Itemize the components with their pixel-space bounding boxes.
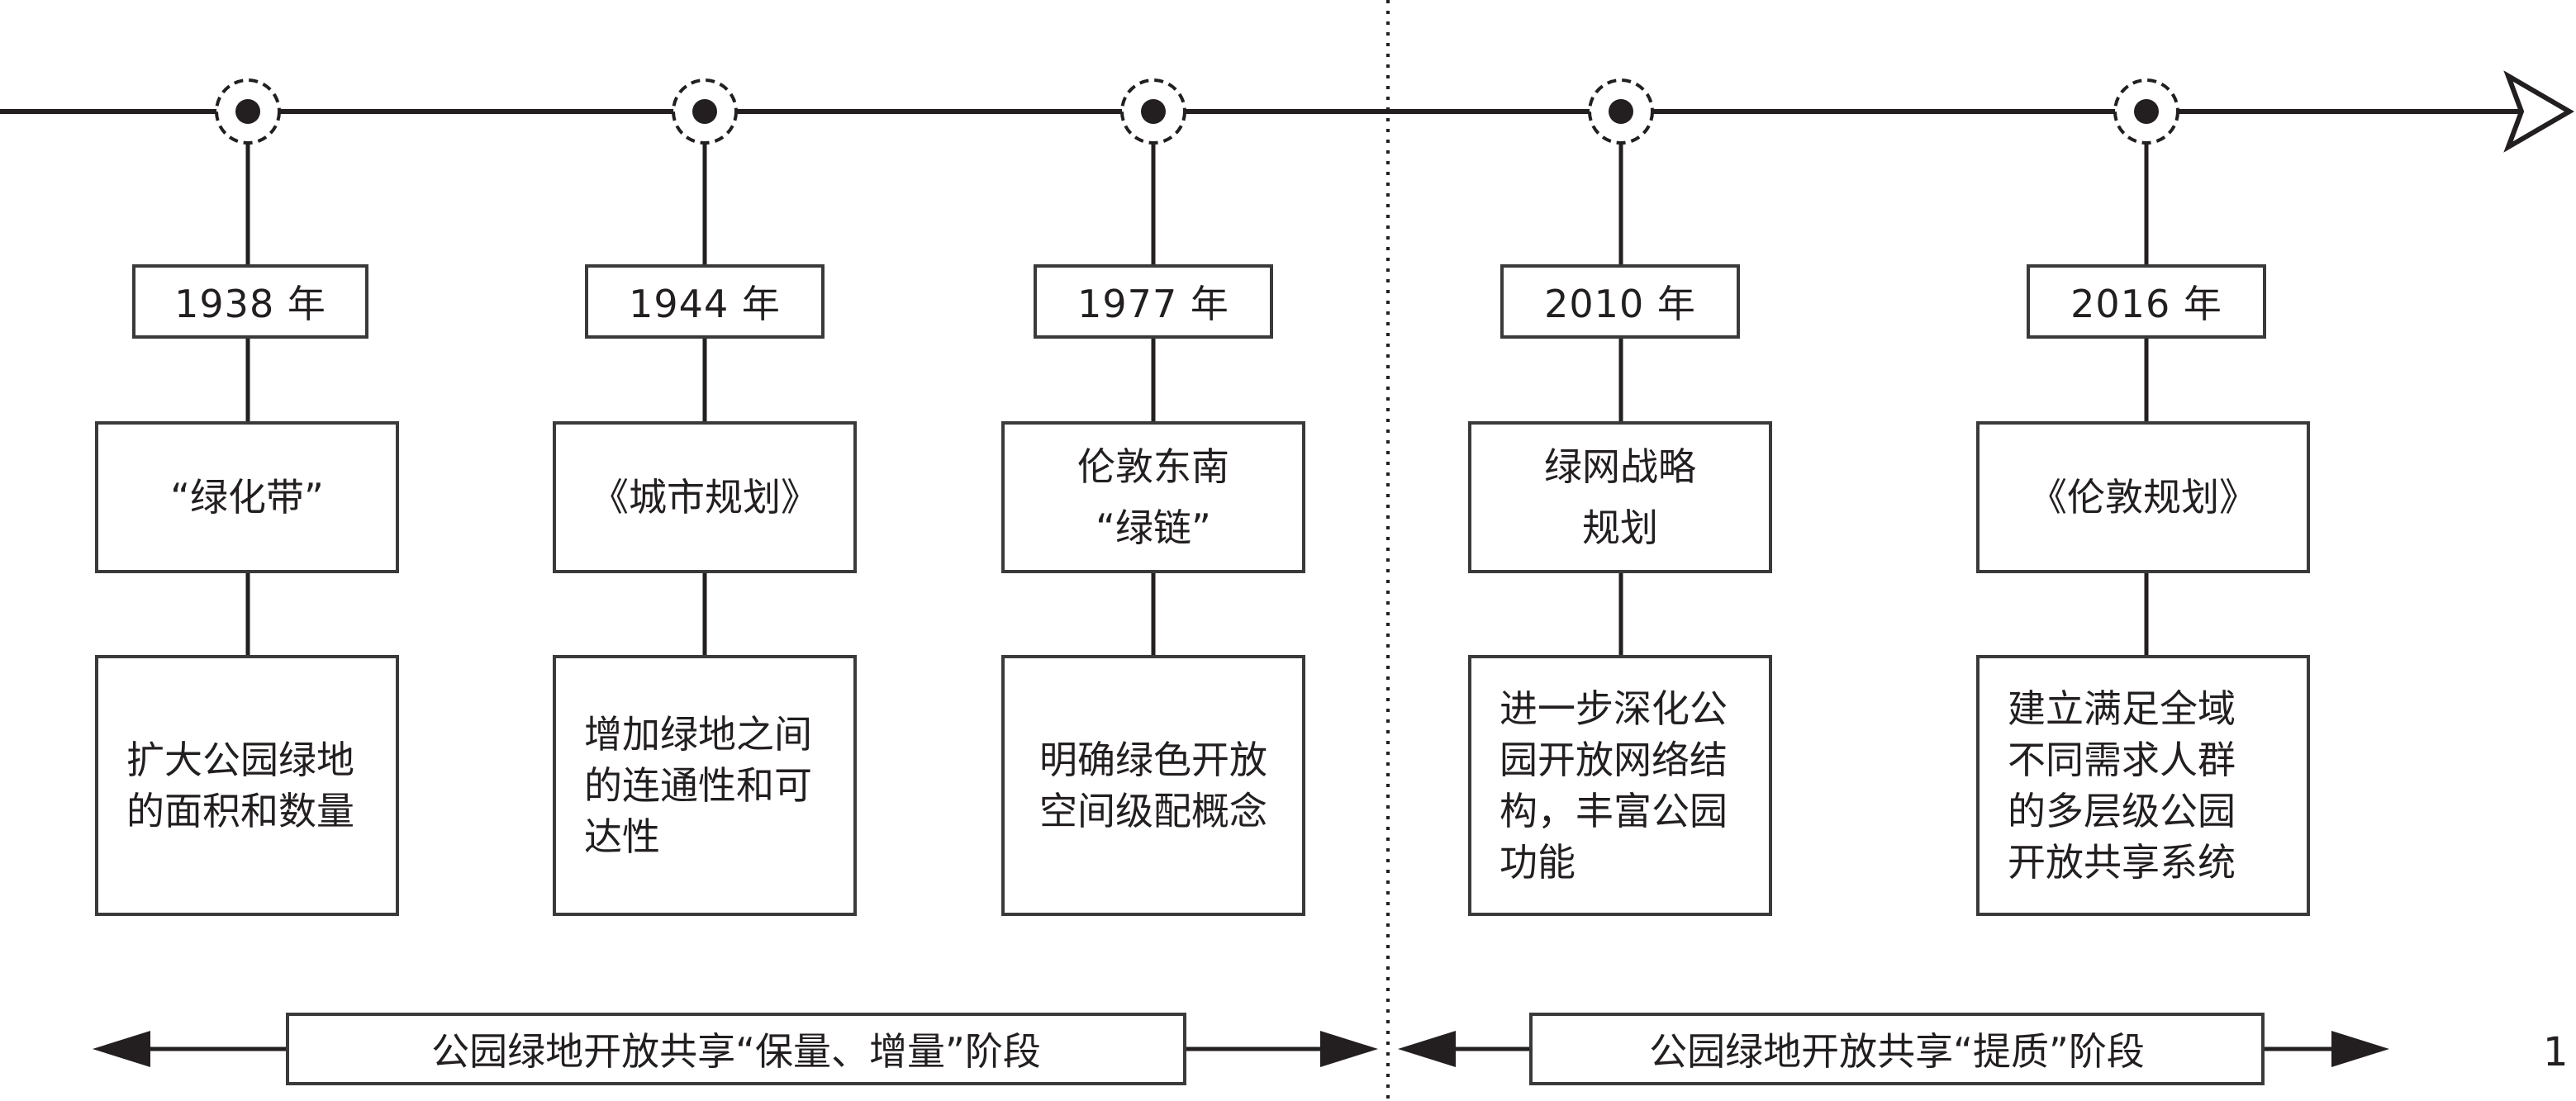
description-box-1977: 明确绿色开放 空间级配概念	[1001, 655, 1305, 916]
year-label: 1944 年	[629, 282, 781, 326]
plan-title: 《城市规划》	[591, 475, 819, 520]
plan-title: 绿网战略 规划	[1544, 444, 1696, 550]
year-label: 1938 年	[174, 282, 326, 326]
description-box-2016: 建立满足全域 不同需求人群 的多层级公园 开放共享系统	[1976, 655, 2310, 916]
plan-description: 进一步深化公 园开放网络结 构，丰富公园 功能	[1499, 686, 1728, 885]
timeline-arrowhead	[2503, 70, 2574, 153]
milestone-marker-2016	[2113, 78, 2179, 145]
year-label: 1977 年	[1077, 282, 1229, 326]
milestone-marker-1938	[215, 78, 281, 145]
description-box-1944: 增加绿地之间 的连通性和可 达性	[553, 655, 857, 916]
plan-description: 建立满足全域 不同需求人群 的多层级公园 开放共享系统	[2008, 686, 2236, 885]
year-box-2016: 2016 年	[2027, 264, 2266, 339]
year-label: 2016 年	[2070, 282, 2222, 326]
plan-box-2010: 绿网战略 规划	[1468, 421, 1772, 573]
plan-box-1977: 伦敦东南 “绿链”	[1001, 421, 1305, 573]
year-box-1977: 1977 年	[1034, 264, 1273, 339]
year-box-1938: 1938 年	[132, 264, 368, 339]
milestone-marker-2010	[1588, 78, 1654, 145]
plan-description: 增加绿地之间 的连通性和可 达性	[584, 712, 812, 859]
description-box-2010: 进一步深化公 园开放网络结 构，丰富公园 功能	[1468, 655, 1772, 916]
milestone-marker-1944	[672, 78, 738, 145]
plan-title: “绿化带”	[170, 475, 324, 520]
year-box-2010: 2010 年	[1500, 264, 1740, 339]
stage-label: 公园绿地开放共享“提质”阶段	[1649, 1029, 2145, 1074]
plan-title: 伦敦东南 “绿链”	[1077, 444, 1229, 550]
plan-box-1938: “绿化带”	[95, 421, 399, 573]
year-box-1944: 1944 年	[585, 264, 825, 339]
description-box-1938: 扩大公园绿地 的面积和数量	[95, 655, 399, 916]
plan-description: 明确绿色开放 空间级配概念	[1039, 738, 1267, 833]
plan-box-1944: 《城市规划》	[553, 421, 857, 573]
milestone-marker-1977	[1120, 78, 1186, 145]
plan-title: 《伦敦规划》	[2029, 475, 2257, 520]
plan-description: 扩大公园绿地 的面积和数量	[126, 738, 354, 833]
stage-label: 公园绿地开放共享“保量、增量”阶段	[431, 1029, 1041, 1074]
year-label: 2010 年	[1544, 282, 1696, 326]
page-number: 1	[2543, 1029, 2569, 1075]
plan-box-2016: 《伦敦规划》	[1976, 421, 2310, 573]
stage-label-box-2: 公园绿地开放共享“提质”阶段	[1529, 1013, 2265, 1085]
stage-label-box-1: 公园绿地开放共享“保量、增量”阶段	[286, 1013, 1186, 1085]
